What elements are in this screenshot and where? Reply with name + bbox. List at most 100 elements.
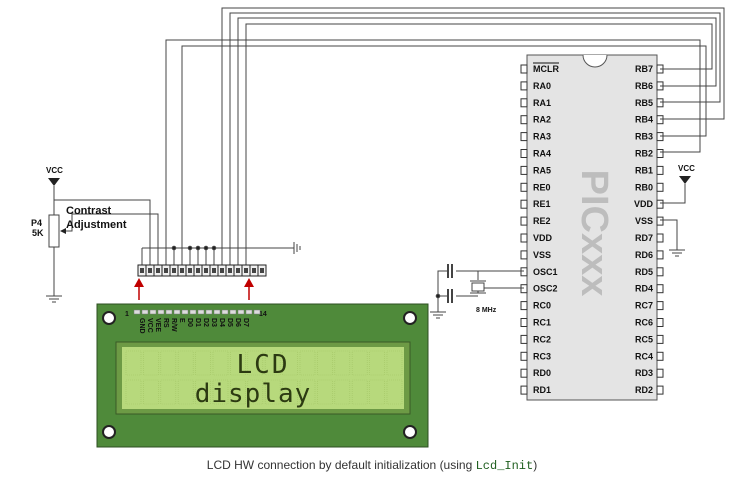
lcd-pad <box>181 309 189 315</box>
lcd-header <box>137 264 267 277</box>
mcu-left-pins: MCLRRA0RA1RA2RA3RA4RA5RE0RE1RE2VDDVSSOSC… <box>520 62 559 395</box>
lcd-char-cell <box>125 379 142 405</box>
ground-bus <box>141 242 301 265</box>
lcd-pad <box>173 309 181 315</box>
mcu-pin-pad <box>656 334 664 344</box>
lcd-char-cell <box>212 379 229 405</box>
mcu-pin-pad <box>656 368 664 378</box>
mcu-pin-label: RB7 <box>635 64 653 74</box>
caption-text: LCD HW connection by default initializat… <box>206 458 476 472</box>
lcd-char-cell <box>369 350 385 376</box>
mcu-pin-pad <box>656 233 664 243</box>
lcd-char-cell <box>177 379 194 405</box>
lcd-pin-label: RS <box>162 318 169 328</box>
lcd-pin-label: D2 <box>202 318 209 327</box>
lcd-pad <box>141 309 149 315</box>
mcu-pin-label: RB2 <box>635 149 653 159</box>
arrow-up-icon <box>244 278 254 287</box>
lcd-char-cell <box>264 350 281 376</box>
header-pin-hole <box>156 268 160 273</box>
oscillator: 8 MHz <box>430 264 524 319</box>
lcd-char-cell <box>282 379 298 405</box>
header-pin-hole <box>260 268 264 273</box>
mcu-pin-pad <box>520 318 528 327</box>
wiper-arrow-icon <box>60 228 66 234</box>
lcd-char-cell <box>351 350 368 376</box>
mcu-pin-pad <box>520 81 528 91</box>
mcu-pin-label: RC3 <box>533 351 551 361</box>
lcd-pin-last: 14 <box>259 311 267 318</box>
lcd-pin-label: E <box>178 318 185 323</box>
bus-wires <box>165 7 725 265</box>
mcu-pin-pad <box>520 301 528 311</box>
lcd-char-cell <box>317 379 333 405</box>
lcd-pad <box>197 309 205 315</box>
lcd-char-cell <box>299 350 316 376</box>
lcd-pin-label: D3 <box>210 318 217 327</box>
mcu-pin-pad <box>520 64 528 74</box>
mcu-pin-label: RA1 <box>533 98 551 108</box>
vcc-arrow-icon <box>679 176 691 184</box>
lcd-char-cell <box>177 350 194 376</box>
lcd-pin-label: D5 <box>226 318 233 327</box>
mcu-pin-label: VSS <box>533 250 551 260</box>
lcd-pad <box>237 309 245 315</box>
mcu-pin-label: RB1 <box>635 165 653 175</box>
mcu-pin-label: RA2 <box>533 115 551 125</box>
mcu-pin-label: RE1 <box>533 199 551 209</box>
mcu-pin-label: RC6 <box>635 318 653 328</box>
lcd-pin-label: D1 <box>194 318 201 327</box>
lcd-char-cell <box>160 350 177 376</box>
mcu-pin-pad <box>656 115 664 125</box>
lcd-char-cell <box>386 350 403 376</box>
header-pin-hole <box>236 268 240 273</box>
mcu-pin-label: OSC1 <box>533 267 558 277</box>
mcu-pin-label: VDD <box>533 233 553 243</box>
lcd-pad <box>157 309 165 315</box>
mcu-pin-pad <box>656 318 664 327</box>
mcu-pin-label: RB4 <box>635 115 653 125</box>
lcd-char-cell <box>125 350 142 376</box>
lcd-pad <box>205 309 213 315</box>
lcd-char-cell <box>160 379 177 405</box>
vcc-label-left: VCC <box>46 166 63 175</box>
mcu-pin-label: VSS <box>635 216 653 226</box>
header-pin-hole <box>164 268 168 273</box>
mcu-pin-pad <box>656 385 664 395</box>
header-pin-hole <box>140 268 144 273</box>
lcd-pad <box>253 309 261 315</box>
mcu-pin-label: RD6 <box>635 250 653 260</box>
mcu-pin-pad <box>520 267 528 277</box>
lcd-char-cell <box>369 379 385 405</box>
mcu-pin-label: RA4 <box>533 149 551 159</box>
mcu-pin-label: RC4 <box>635 351 653 361</box>
mcu-chip: PICxxx MCLRRA0RA1RA2RA3RA4RA5RE0RE1RE2VD… <box>520 54 664 401</box>
header-pin-hole <box>252 268 256 273</box>
mcu-pin-label: RD4 <box>635 284 653 294</box>
lcd-pin-label: D7 <box>242 318 249 327</box>
vcc-arrow-icon <box>48 178 60 186</box>
lcd-char-cell <box>143 350 159 376</box>
mcu-pin-label: RD2 <box>635 385 653 395</box>
header-pin-hole <box>188 268 192 273</box>
mcu-pin-pad <box>520 182 528 192</box>
mcu-pin-label: RD7 <box>635 233 653 243</box>
mcu-pin-label: RC2 <box>533 334 551 344</box>
header-pin-hole <box>180 268 184 273</box>
lcd-line2: display <box>195 379 312 409</box>
caption-close: ) <box>533 458 538 472</box>
header-pin-hole <box>196 268 200 273</box>
mcu-pin-pad <box>520 250 528 260</box>
lcd-pin-label: D0 <box>186 318 193 327</box>
lcd-pin-label: D6 <box>234 318 241 327</box>
mcu-pin-label: RC7 <box>635 301 653 311</box>
mcu-pin-pad <box>520 149 528 158</box>
mcu-pin-label: MCLR <box>533 64 559 74</box>
lcd-char-cell <box>264 379 281 405</box>
lcd-pad <box>189 309 197 315</box>
header-pin-hole <box>228 268 232 273</box>
lcd-char-cell <box>317 350 333 376</box>
header-pin-hole <box>220 268 224 273</box>
contrast-line2: Adjustment <box>66 219 127 231</box>
mcu-right-pins: RB7RB6RB5RB4RB3RB2RB1RB0VDDVSSRD7RD6RD5R… <box>634 64 664 395</box>
